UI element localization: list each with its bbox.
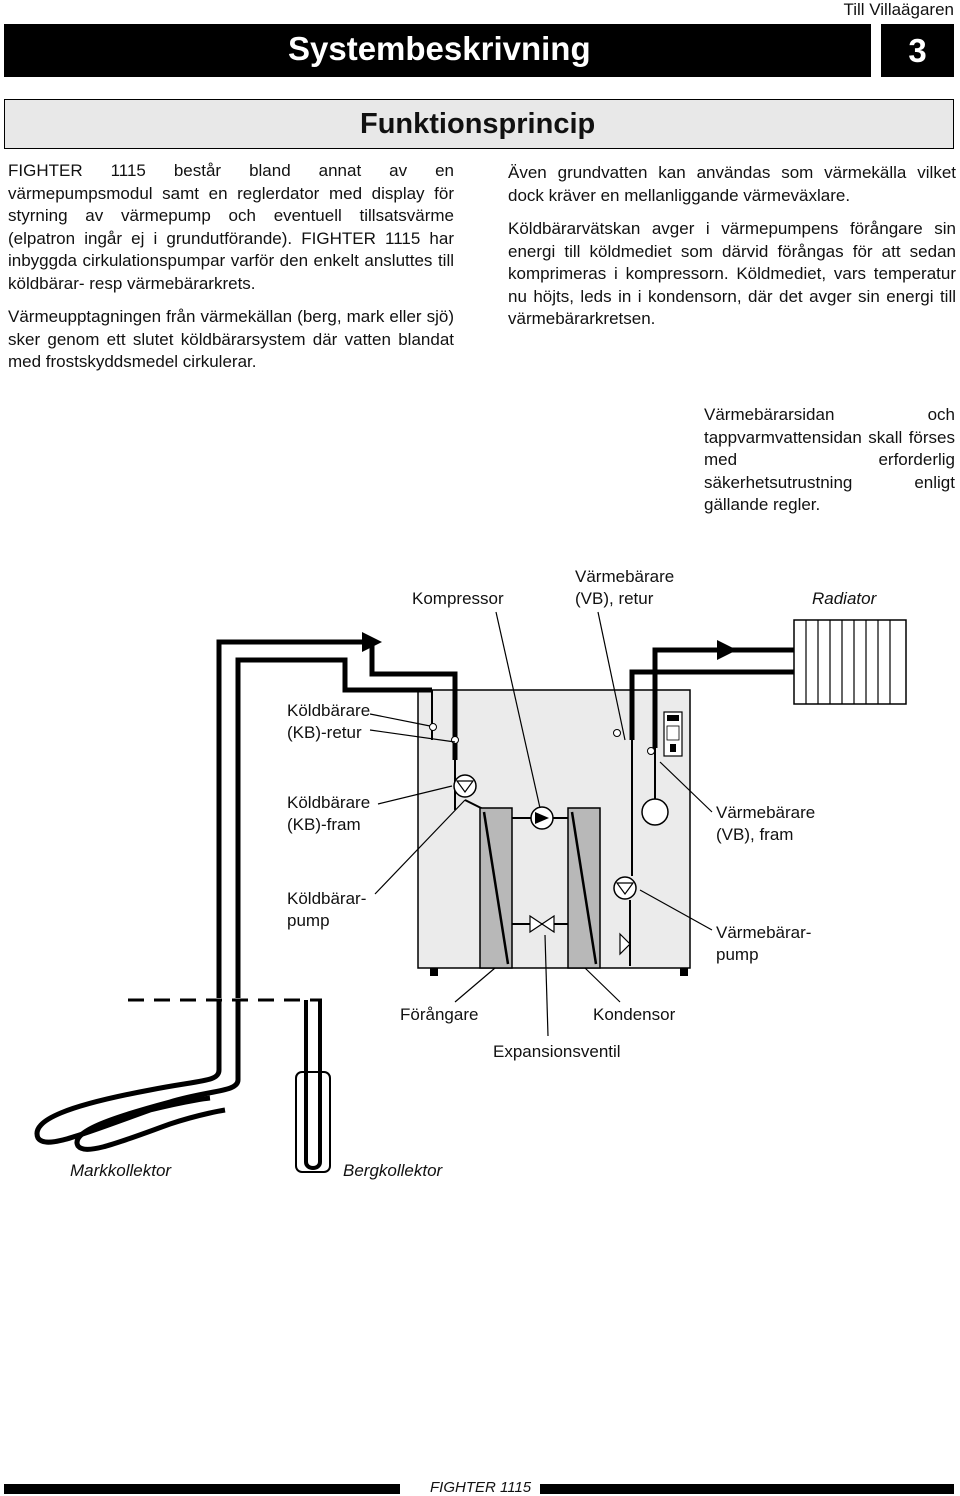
label-vb-pump-2: pump xyxy=(716,945,759,964)
label-radiator: Radiator xyxy=(812,589,878,608)
expansion-valve xyxy=(529,914,544,934)
label-kondensor: Kondensor xyxy=(593,1005,676,1024)
label-vb-pump-1: Värmebärar- xyxy=(716,923,811,942)
borehole-collector xyxy=(295,1071,331,1173)
label-forangare: Förångare xyxy=(400,1005,478,1024)
heat-source-paragraph: Värmeupptagningen från värmekällan (berg… xyxy=(8,307,454,371)
label-kb-retur-1: Köldbärare xyxy=(287,701,370,720)
ground-collector-loop-2 xyxy=(74,1000,241,1152)
label-bergkollektor: Bergkollektor xyxy=(343,1161,444,1180)
display-screen xyxy=(667,715,679,721)
display-keys xyxy=(666,725,680,741)
footer-bar-left xyxy=(4,1484,400,1494)
vb-arrow xyxy=(717,640,737,660)
label-kb-pump-2: pump xyxy=(287,911,330,930)
label-kb-pump-1: Köldbärar- xyxy=(287,889,366,908)
system-diagram: Kompressor Värmebärare (VB), retur Radia… xyxy=(34,567,907,1180)
label-kb-fram-2: (KB)-fram xyxy=(287,815,361,834)
label-kb-fram-1: Köldbärare xyxy=(287,793,370,812)
cabinet-foot-right xyxy=(680,968,688,976)
kb-outer-pipe xyxy=(216,639,458,998)
label-vb-fram-2: (VB), fram xyxy=(716,825,793,844)
label-kompressor: Kompressor xyxy=(412,589,504,608)
title-banner: Systembeskrivning xyxy=(4,24,871,77)
left-column: FIGHTER 1115 består bland annat av en vä… xyxy=(8,160,454,385)
section-title: Funktionsprincip xyxy=(360,108,596,140)
audience-label: Till Villaägaren xyxy=(843,0,954,19)
safety-note: Värmebärarsidan och tappvarmvattensidan … xyxy=(704,405,955,514)
section-bar: Funktionsprincip xyxy=(4,99,954,149)
kb-inner-pipe xyxy=(235,657,432,998)
ground-collector-loop-1 xyxy=(34,1000,222,1145)
label-markkollektor: Markkollektor xyxy=(70,1161,172,1180)
label-vb-retur-1: Värmebärare xyxy=(575,567,674,586)
label-vb-fram-1: Värmebärare xyxy=(716,803,815,822)
bottom-valve xyxy=(619,932,631,956)
label-kb-retur-2: (KB)-retur xyxy=(287,723,362,742)
footer-bar-right xyxy=(540,1484,954,1494)
kb-retur-arrow xyxy=(362,632,382,652)
brine-pump xyxy=(453,774,477,798)
radiator xyxy=(793,619,907,705)
groundwater-paragraph: Även grundvatten kan användas som värmek… xyxy=(508,163,956,205)
vb-connection xyxy=(641,798,669,826)
footer-product: FIGHTER 1115 xyxy=(430,1479,532,1496)
vb-retur-pipe xyxy=(629,669,816,740)
cabinet-foot-left xyxy=(430,968,438,976)
right-column: Även grundvatten kan användas som värmek… xyxy=(508,162,956,342)
page-title: Systembeskrivning xyxy=(288,30,591,67)
process-paragraph: Köldbärarvätskan avger i värmepumpens fö… xyxy=(508,219,956,328)
heating-pump xyxy=(613,876,637,900)
page-number: 3 xyxy=(881,24,954,77)
intro-paragraph: FIGHTER 1115 består bland annat av en vä… xyxy=(8,161,454,293)
label-vb-retur-2: (VB), retur xyxy=(575,589,654,608)
label-expansionsventil: Expansionsventil xyxy=(493,1042,621,1061)
display-switch xyxy=(670,744,676,752)
